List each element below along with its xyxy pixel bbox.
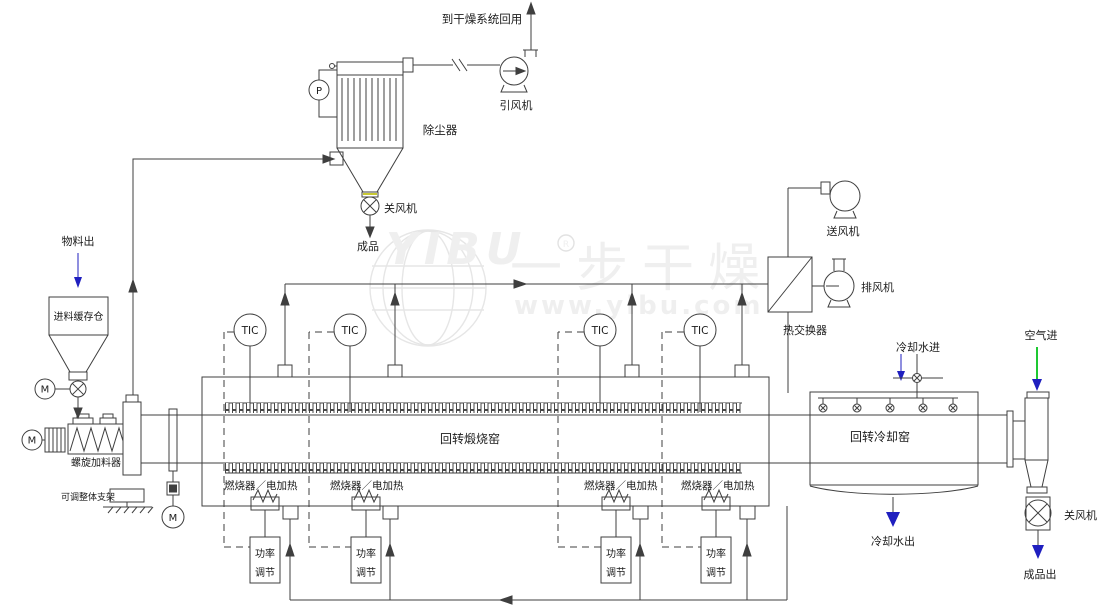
tic-controllers	[233, 313, 717, 412]
discharge-airlock-valve	[1024, 496, 1052, 559]
supply-fan	[787, 180, 861, 257]
watermark-registered: R	[563, 240, 569, 250]
label-exhaust-fan: 排风机	[861, 280, 894, 294]
label-supply-fan: 送风机	[827, 224, 860, 238]
kiln-head	[122, 394, 142, 476]
regulator2-line1: 功率	[356, 547, 376, 560]
label-dust-collector: 除尘器	[423, 123, 458, 137]
label-discharge-airlock: 关风机	[1064, 508, 1097, 522]
dust-airlock-valve	[360, 196, 380, 239]
label-heater-zone4: 燃烧器／电加热	[681, 479, 755, 492]
regulator3-line2: 调节	[606, 567, 626, 579]
power-regulators	[249, 536, 732, 584]
label-to-drying-system: 到干燥系统回用	[442, 12, 523, 26]
exhaust-fan	[812, 258, 855, 308]
tic-tag-3: TIC	[591, 325, 609, 337]
label-air-in: 空气进	[1025, 328, 1058, 342]
label-heater-zone3: 燃烧器／电加热	[584, 479, 658, 492]
regulator1-line1: 功率	[255, 547, 275, 560]
label-product-top: 成品	[357, 240, 379, 253]
tic-tag-4: TIC	[691, 325, 709, 337]
pressure-gauge-tag: P	[316, 86, 322, 97]
kiln-drive	[161, 408, 185, 529]
control-signal-lines	[223, 331, 701, 548]
kiln-drive-motor-tag: M	[169, 513, 178, 524]
feeder-motor-tag: M	[28, 436, 37, 447]
label-heater-zone1: 燃烧器／电加热	[224, 479, 298, 492]
regulator4-line2: 调节	[706, 567, 726, 579]
flue-gas-header	[280, 279, 768, 365]
tic-tag-2: TIC	[341, 325, 359, 337]
watermark-logo: YIBU R 一步干燥 www.yibu.com	[369, 224, 774, 347]
induced-draft-fan	[499, 1, 538, 93]
burner-heaters	[250, 488, 731, 537]
label-screw-feeder: 螺旋加料器	[71, 456, 121, 469]
label-rotary-kiln: 回转煅烧窑	[440, 431, 500, 446]
watermark-brand: 一步干燥	[510, 239, 774, 299]
kiln-exhaust-duct	[128, 154, 336, 395]
label-cooling-kiln: 回转冷却窑	[850, 429, 910, 444]
hot-air-return-bus	[282, 505, 788, 605]
feed-buffer-silo	[48, 253, 109, 381]
regulator1-line2: 调节	[255, 567, 275, 579]
label-heater-zone2: 燃烧器／电加热	[330, 479, 404, 492]
dust-collector	[329, 57, 414, 198]
label-material-out: 物料出	[62, 234, 95, 248]
adjustable-support	[103, 488, 154, 514]
label-cooling-water-out: 冷却水出	[871, 534, 915, 548]
discharge-hood	[1006, 347, 1050, 494]
watermark-url: www.yibu.com	[514, 291, 764, 321]
regulator2-line2: 调节	[356, 567, 376, 579]
tic-tag-1: TIC	[241, 325, 259, 337]
label-induced-draft-fan: 引风机	[500, 98, 533, 112]
label-dust-airlock: 关风机	[384, 201, 417, 215]
screw-feeder	[21, 413, 124, 455]
label-buffer-silo: 进料缓存仓	[54, 310, 104, 323]
pressure-gauge	[308, 69, 337, 118]
label-adjustable-support: 可调整体支架	[61, 491, 115, 503]
label-cooling-water-in: 冷却水进	[896, 341, 940, 354]
label-product-out: 成品出	[1024, 567, 1057, 581]
heat-exchanger	[767, 256, 813, 393]
label-heat-exchanger: 热交换器	[783, 323, 827, 337]
watermark-logo-word: YIBU	[386, 224, 528, 275]
silo-discharge-valve	[34, 378, 87, 420]
rotary-calcining-kiln	[141, 364, 1007, 507]
regulator3-line1: 功率	[606, 547, 626, 560]
silo-valve-motor-tag: M	[41, 385, 50, 396]
cooling-water-lines	[886, 354, 943, 527]
fan-suction-duct	[413, 58, 500, 72]
regulator4-line1: 功率	[706, 547, 726, 560]
rotary-cooling-kiln	[809, 391, 979, 495]
